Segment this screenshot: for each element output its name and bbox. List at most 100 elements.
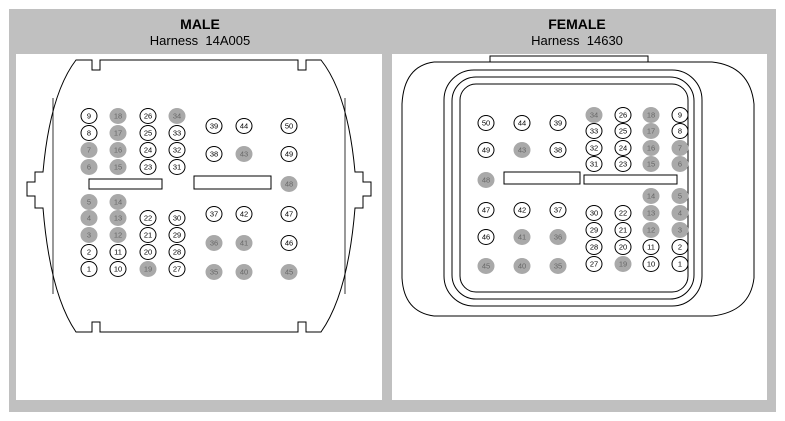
female-pin-label-37: 37: [554, 206, 562, 215]
female-title-block: FEMALE Harness 14630: [392, 16, 762, 49]
male-pin-label-35: 35: [210, 268, 218, 277]
male-pin-label-19: 19: [144, 265, 152, 274]
male-pin-41: [235, 235, 253, 251]
female-pin-24: [614, 140, 632, 156]
male-pin-47: [280, 206, 298, 222]
male-pin-12: [109, 227, 127, 243]
male-pin-label-38: 38: [210, 150, 218, 159]
male-pin-13: [109, 210, 127, 226]
female-pin-label-14: 14: [647, 192, 655, 201]
female-pin-23: [614, 156, 632, 172]
female-title: FEMALE: [548, 16, 606, 32]
female-pin-label-18: 18: [647, 111, 655, 120]
female-key-slot-right: [583, 174, 678, 185]
female-pin-22: [614, 205, 632, 221]
male-pin-44: [235, 118, 253, 134]
female-pin-25: [614, 123, 632, 139]
male-harness-caption: Harness 14A005: [15, 33, 385, 49]
female-pin-40: [513, 258, 531, 274]
male-pin-label-25: 25: [144, 129, 152, 138]
female-pin-label-35: 35: [554, 262, 562, 271]
male-pin-24: [139, 142, 157, 158]
male-pin-label-2: 2: [87, 248, 91, 257]
female-pin-label-20: 20: [619, 243, 627, 252]
female-key-slot-left: [503, 171, 581, 185]
male-pin-label-47: 47: [285, 210, 293, 219]
male-connector-housing: [26, 59, 372, 333]
female-housing-inner-wall: [451, 76, 695, 300]
female-housing-right-wing: [711, 61, 755, 317]
female-pin-43: [513, 142, 531, 158]
female-pin-label-19: 19: [619, 260, 627, 269]
male-harness-number: 14A005: [205, 33, 251, 48]
female-housing-left-wing: [401, 61, 435, 317]
male-pin-label-39: 39: [210, 122, 218, 131]
female-pin-label-45: 45: [482, 262, 490, 271]
female-pin-14: [642, 188, 660, 204]
male-pin-49: [280, 146, 298, 162]
male-pin-label-40: 40: [240, 268, 248, 277]
female-pin-label-4: 4: [678, 209, 682, 218]
female-pin-33: [585, 123, 603, 139]
male-pin-21: [139, 227, 157, 243]
male-pin-label-32: 32: [173, 146, 181, 155]
male-pin-20: [139, 244, 157, 260]
male-pin-label-16: 16: [114, 146, 122, 155]
male-pin-label-30: 30: [173, 214, 181, 223]
male-pin-label-22: 22: [144, 214, 152, 223]
male-pin-22: [139, 210, 157, 226]
female-harness-label: Harness: [531, 33, 580, 48]
female-pin-label-15: 15: [647, 160, 655, 169]
female-pin-2: [671, 239, 689, 255]
male-pin-label-49: 49: [285, 150, 293, 159]
male-pin-40: [235, 264, 253, 280]
female-pin-47: [477, 202, 495, 218]
female-pin-11: [642, 239, 660, 255]
male-pin-28: [168, 244, 186, 260]
female-pin-label-47: 47: [482, 206, 490, 215]
female-pin-39: [549, 115, 567, 131]
female-pin-label-41: 41: [518, 233, 526, 242]
male-pin-label-36: 36: [210, 239, 218, 248]
male-pin-37: [205, 206, 223, 222]
female-pin-10: [642, 256, 660, 272]
female-pin-label-50: 50: [482, 119, 490, 128]
female-pin-46: [477, 229, 495, 245]
male-pin-label-7: 7: [87, 146, 91, 155]
female-pin-19: [614, 256, 632, 272]
female-pin-12: [642, 222, 660, 238]
male-pin-8: [80, 125, 98, 141]
female-pin-37: [549, 202, 567, 218]
female-pin-41: [513, 229, 531, 245]
male-key-slot-left: [88, 178, 163, 190]
female-pin-34: [585, 107, 603, 123]
female-pin-label-22: 22: [619, 209, 627, 218]
female-pin-16: [642, 140, 660, 156]
female-pin-17: [642, 123, 660, 139]
male-pin-35: [205, 264, 223, 280]
male-pin-label-37: 37: [210, 210, 218, 219]
male-pin-36: [205, 235, 223, 251]
female-pin-42: [513, 202, 531, 218]
female-pin-label-6: 6: [678, 160, 682, 169]
female-harness-number: 14630: [586, 33, 623, 48]
female-pin-label-23: 23: [619, 160, 627, 169]
female-pin-26: [614, 107, 632, 123]
female-pin-15: [642, 156, 660, 172]
female-pin-label-30: 30: [590, 209, 598, 218]
female-pin-label-42: 42: [518, 206, 526, 215]
female-pin-label-36: 36: [554, 233, 562, 242]
female-pin-48: [477, 172, 495, 188]
female-pin-label-12: 12: [647, 226, 655, 235]
female-pin-44: [513, 115, 531, 131]
male-pin-label-4: 4: [87, 214, 91, 223]
male-pin-6: [80, 159, 98, 175]
female-pin-49: [477, 142, 495, 158]
female-pin-label-10: 10: [647, 260, 655, 269]
male-pin-10: [109, 261, 127, 277]
female-pin-29: [585, 222, 603, 238]
male-pin-38: [205, 146, 223, 162]
female-pin-5: [671, 188, 689, 204]
